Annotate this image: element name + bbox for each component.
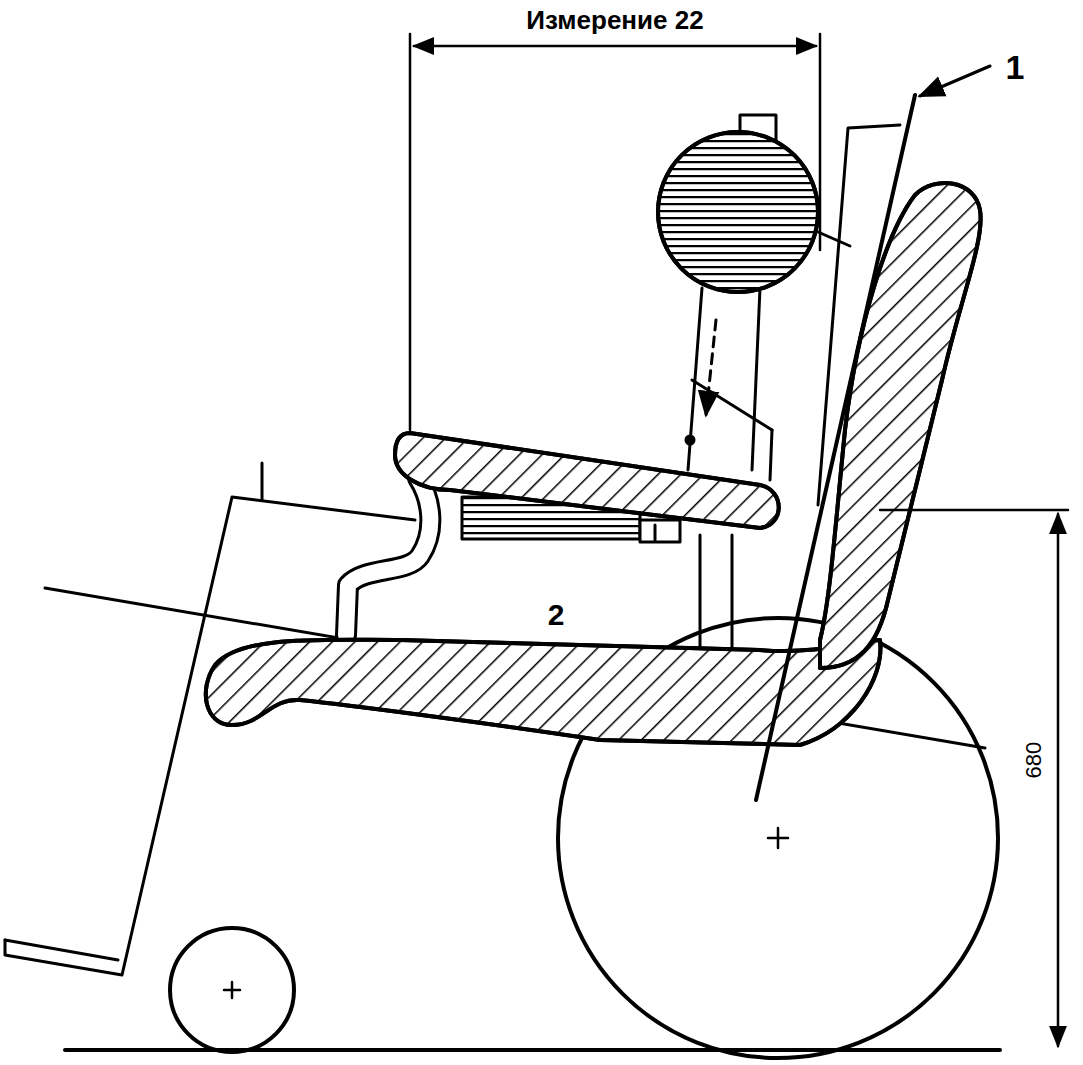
armrest-support — [346, 478, 430, 635]
front-caster — [170, 928, 294, 1052]
callout-number: 1 — [1004, 49, 1027, 86]
ground-line — [65, 1048, 1000, 1052]
part-label: 2 — [546, 598, 567, 631]
head — [658, 132, 818, 292]
dimension-label: 680 — [1022, 740, 1046, 781]
leader-line — [920, 66, 990, 96]
reference-line — [756, 95, 915, 800]
dimension-line — [1057, 514, 1060, 1046]
dimension-line — [414, 45, 816, 48]
back-cushion — [820, 183, 981, 668]
dimension-label: Измерение 22 — [524, 6, 705, 35]
armrest — [395, 433, 779, 528]
